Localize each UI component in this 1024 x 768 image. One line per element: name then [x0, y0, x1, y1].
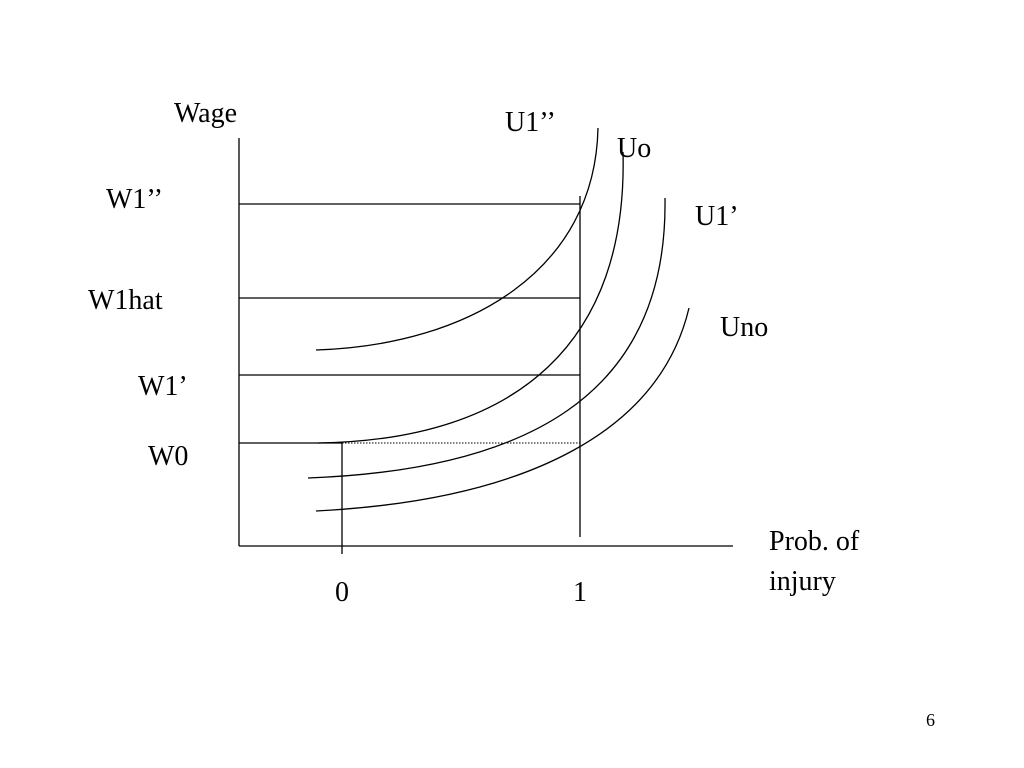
curve-uno [315, 307, 690, 512]
x-axis-label-line2: injury [769, 566, 836, 597]
curve-u1-prime [307, 197, 666, 479]
uo-label: Uo [617, 133, 651, 164]
y-axis-label: Wage [174, 98, 237, 129]
curve-uo [317, 151, 624, 444]
w1-hat-label: W1hat [88, 285, 163, 316]
x-tick-0: 0 [335, 577, 349, 608]
curve-u1-double-prime [315, 127, 599, 351]
x-tick-1: 1 [573, 577, 587, 608]
w1-double-prime-label: W1’’ [106, 184, 163, 215]
w0-label: W0 [148, 441, 188, 472]
uno-label: Uno [720, 312, 768, 343]
page-number: 6 [926, 710, 935, 730]
u1-double-prime-label: U1’’ [505, 107, 556, 138]
w1-prime-label: W1’ [138, 371, 188, 402]
u1-prime-label: U1’ [695, 201, 739, 232]
x-axis-label-line1: Prob. of [769, 526, 860, 557]
